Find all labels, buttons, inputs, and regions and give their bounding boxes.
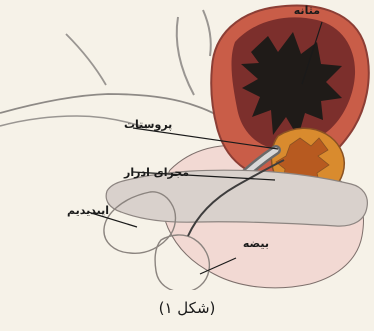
male-urinary-diagram: مثانه پروستات مجرای ادرار اپیدیدیم بیضه [0, 0, 374, 290]
urethra-label: مجرای ادرار [123, 166, 189, 179]
figure-caption: (شکل ۱) [0, 298, 374, 318]
testis-label: بیضه [243, 237, 269, 250]
prostate-label: پروستات [124, 118, 172, 131]
epididymis-label: اپیدیدیم [67, 204, 109, 217]
bladder-label: مثانه [294, 4, 320, 17]
